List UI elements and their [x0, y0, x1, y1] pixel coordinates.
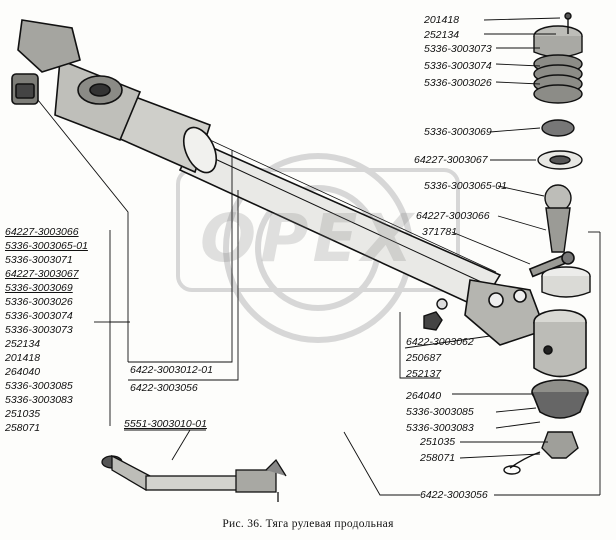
left-list-item: 64227-3003066 [5, 226, 79, 238]
left-list-item: 5336-3003083 [5, 394, 73, 406]
left-list-item: 5336-3003074 [5, 310, 73, 322]
right-mid-label: 5336-3003069 [424, 126, 492, 138]
lower-right-label: 258071 [420, 452, 456, 464]
left-list-item: 5336-3003026 [5, 296, 73, 308]
right-tip-assembly [464, 251, 589, 419]
exploded-parts [423, 12, 591, 475]
right-top-label: 201418 [424, 14, 460, 26]
right-top-label: 5336-3003073 [424, 43, 492, 55]
left-list-item: 201418 [5, 352, 41, 364]
rod-label: 6422-3003012-01 [130, 364, 213, 376]
left-list-item: 264040 [5, 366, 41, 378]
left-list-item: 252134 [5, 338, 41, 350]
figure-caption: Рис. 36. Тяга рулевая продольная [222, 518, 394, 530]
lower-right-label: 264040 [406, 390, 442, 402]
leader-lines [37, 17, 601, 496]
lower-right-label: 5336-3003085 [406, 406, 474, 418]
assembled-rod-small [101, 454, 287, 502]
left-list-item: 251035 [5, 408, 41, 420]
left-list-item: 5336-3003073 [5, 324, 73, 336]
left-list-item: 64227-3003067 [5, 268, 79, 280]
lower-right-label: 5336-3003083 [406, 422, 474, 434]
left-tip-assembly [11, 19, 218, 174]
right-mid-label: 5336-3003065-01 [424, 180, 507, 192]
lower-right-label: 251035 [420, 436, 456, 448]
bottom-part-label: 6422-3003056 [420, 489, 488, 501]
right-mid-label: 371781 [422, 226, 458, 238]
right-mid-label: 64227-3003067 [414, 154, 488, 166]
left-list-item: 5336-3003085 [5, 380, 73, 392]
right-top-label: 252134 [424, 29, 460, 41]
right-top-label: 5336-3003074 [424, 60, 492, 72]
right-mid-label: 64227-3003066 [416, 210, 490, 222]
lower-left-label: 250687 [406, 352, 442, 364]
right-top-label: 5336-3003026 [424, 77, 492, 89]
left-list-item: 5336-3003071 [5, 254, 73, 266]
left-list-item: 258071 [5, 422, 41, 434]
lower-left-label: 6422-3003062 [406, 336, 474, 348]
left-list-item: 5336-3003069 [5, 282, 73, 294]
left-list-item: 5336-3003065-01 [5, 240, 88, 252]
lower-left-label: 252137 [406, 368, 442, 380]
tube-label: 6422-3003056 [130, 382, 198, 394]
small-rod-label: 5551-3003010-01 [124, 418, 207, 430]
opex-watermark: OPEX [200, 200, 417, 277]
